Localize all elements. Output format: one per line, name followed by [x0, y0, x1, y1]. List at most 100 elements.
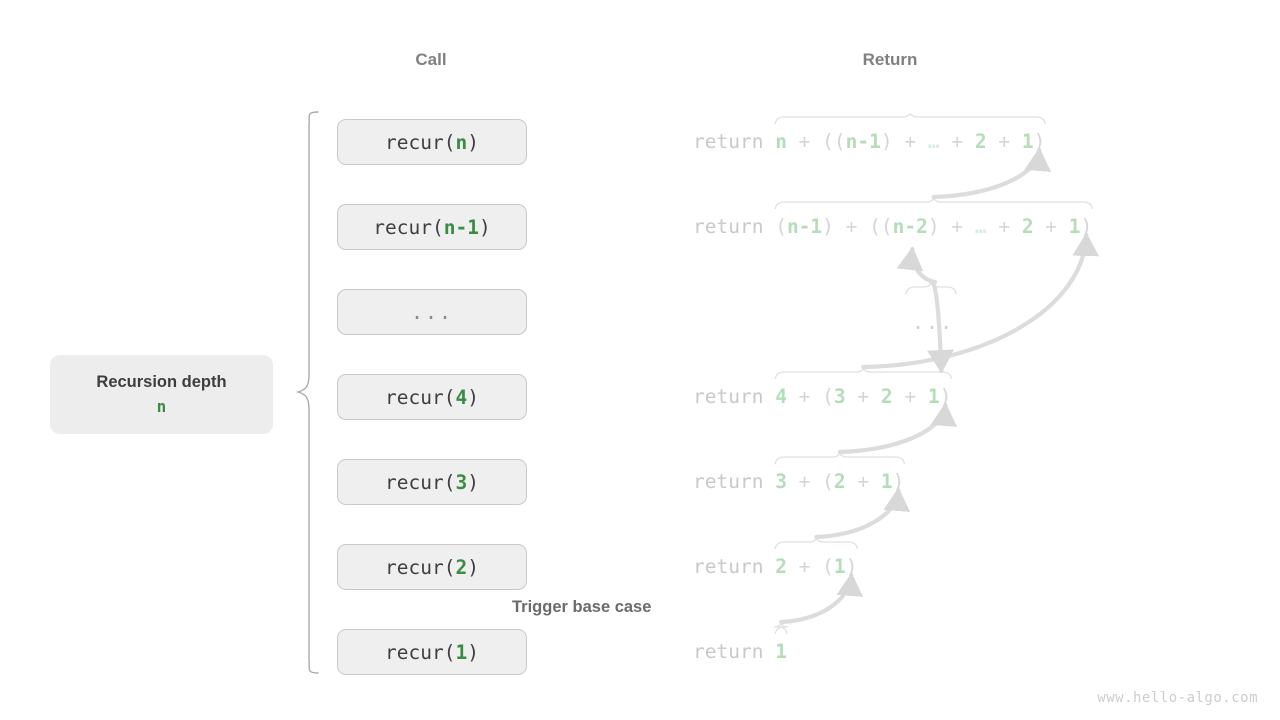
return-token: 1 — [775, 640, 787, 663]
return-token: ) + — [927, 215, 975, 238]
return-row: return 1 — [693, 642, 787, 662]
call-box-suffix: ) — [467, 385, 479, 409]
return-brace — [905, 283, 957, 295]
return-token: ( — [775, 215, 787, 238]
unwind-arrow — [837, 402, 958, 455]
return-token: ) — [939, 385, 952, 408]
return-token: n-2 — [892, 215, 928, 238]
call-box-suffix: ) — [467, 470, 479, 494]
return-token: + — [1033, 215, 1069, 238]
return-token: (( — [869, 215, 893, 238]
call-box-2: recur(2) — [337, 544, 527, 590]
call-box-4: recur(4) — [337, 374, 527, 420]
return-token: 1 — [880, 470, 893, 493]
return-brace — [774, 368, 953, 380]
call-arrows — [0, 0, 300, 150]
return-expression: 3 + (2 + 1) — [775, 470, 904, 493]
unwind-arrow — [896, 246, 938, 285]
return-brace — [774, 538, 859, 550]
return-keyword: return — [693, 215, 776, 238]
return-token: ) + — [880, 130, 928, 153]
return-brace — [774, 623, 789, 635]
call-box-prefix: recur( — [385, 385, 456, 409]
call-box-suffix: ) — [467, 130, 479, 154]
return-token: 3 — [833, 385, 846, 408]
return-token: n — [775, 130, 787, 153]
call-box-argument: n-1 — [443, 215, 479, 239]
return-row: return 4 + (3 + 2 + 1) — [693, 387, 951, 407]
return-token: … — [974, 215, 987, 238]
return-token: 2 — [1021, 215, 1034, 238]
return-row: return n + ((n-1) + … + 2 + 1) — [693, 132, 1045, 152]
call-box-ellipsis: ... — [337, 289, 527, 335]
return-token: ( — [822, 555, 834, 578]
return-brace — [774, 453, 906, 465]
return-token: ) — [845, 555, 858, 578]
return-token: + — [786, 555, 823, 578]
call-box-argument: 1 — [455, 640, 468, 664]
return-keyword: return — [693, 130, 776, 153]
call-box-prefix: recur( — [373, 215, 444, 239]
return-token: 1 — [1068, 215, 1081, 238]
return-token: n-1 — [845, 130, 881, 153]
call-box-3: recur(3) — [337, 459, 527, 505]
unwind-arrow — [814, 487, 911, 540]
unwind-arrow — [861, 232, 1100, 370]
call-box-prefix: recur( — [385, 470, 456, 494]
return-token: n-1 — [786, 215, 823, 238]
return-brace — [774, 113, 1046, 125]
call-box-n: recur(n) — [337, 119, 527, 165]
recursion-depth-title: Recursion depth — [96, 373, 227, 391]
return-token: 2 — [880, 385, 893, 408]
return-keyword: return — [693, 470, 776, 493]
return-token: 3 — [775, 470, 787, 493]
trigger-base-case-label: Trigger base case — [512, 598, 652, 616]
watermark: www.hello-algo.com — [1097, 690, 1258, 706]
return-token: + — [845, 470, 881, 493]
recursion-depth-card: Recursion depth n — [50, 355, 273, 434]
call-box-argument: 3 — [455, 470, 468, 494]
call-box-suffix: ) — [478, 215, 491, 239]
return-token: + — [986, 215, 1022, 238]
call-box-suffix: ) — [467, 640, 479, 664]
return-token: ( — [822, 385, 834, 408]
return-row: return 2 + (1) — [693, 557, 857, 577]
return-token: + — [939, 130, 975, 153]
return-token: 2 — [974, 130, 987, 153]
return-ellipsis: ... — [912, 310, 955, 334]
return-token: ( — [822, 470, 834, 493]
recursion-depth-brace — [296, 111, 319, 674]
return-expression: 1 — [775, 640, 787, 663]
return-token: + — [786, 470, 823, 493]
return-row: return (n-1) + ((n-2) + … + 2 + 1) — [693, 217, 1092, 237]
return-token: 1 — [1021, 130, 1034, 153]
call-box-suffix: ) — [467, 555, 479, 579]
return-token: + — [786, 385, 823, 408]
return-token: (( — [822, 130, 846, 153]
call-box-argument: 2 — [455, 555, 468, 579]
return-expression: n + ((n-1) + … + 2 + 1) — [775, 130, 1045, 153]
return-token: ) — [892, 470, 905, 493]
return-brace — [774, 198, 1093, 210]
return-token: 2 — [775, 555, 787, 578]
return-keyword: return — [693, 640, 776, 663]
return-token: … — [927, 130, 940, 153]
call-box-argument: n — [455, 130, 468, 154]
return-token: + — [986, 130, 1022, 153]
recursion-depth-value: n — [156, 397, 167, 416]
call-box-prefix: recur( — [385, 640, 456, 664]
return-token: 1 — [833, 555, 846, 578]
call-box-prefix: recur( — [385, 555, 456, 579]
return-token: 2 — [833, 470, 846, 493]
return-token: ) + — [822, 215, 870, 238]
return-token: ) — [1033, 130, 1046, 153]
call-box-prefix: recur( — [385, 130, 456, 154]
return-keyword: return — [693, 555, 776, 578]
return-token: ) — [1080, 215, 1093, 238]
return-token: + — [845, 385, 881, 408]
return-token: + — [786, 130, 823, 153]
return-token: 1 — [927, 385, 940, 408]
return-token: + — [892, 385, 928, 408]
unwind-arrow — [931, 147, 1052, 200]
